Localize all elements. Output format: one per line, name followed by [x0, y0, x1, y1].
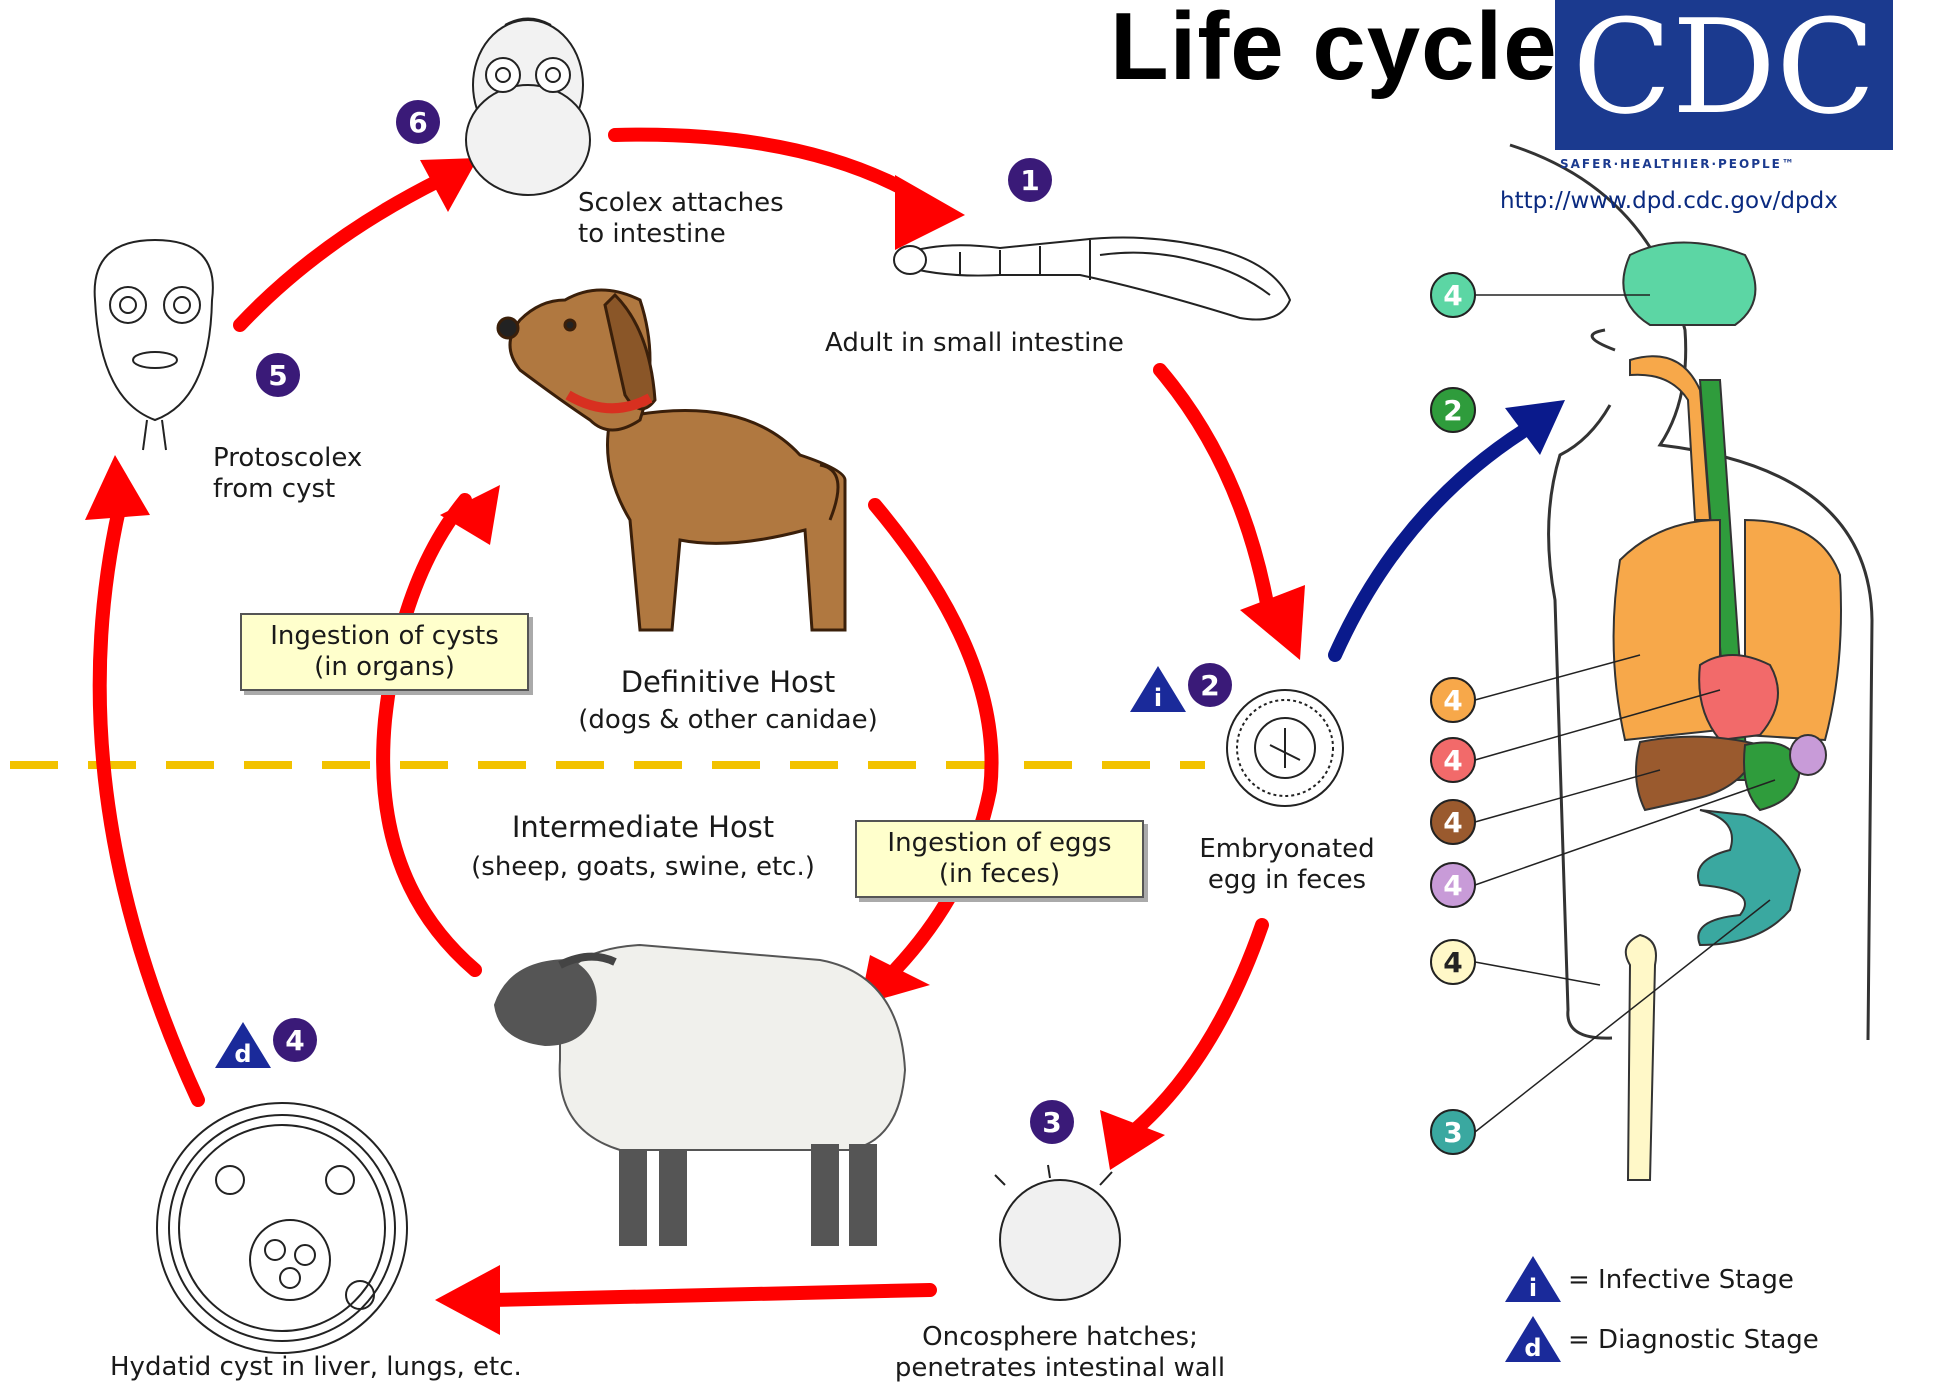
cdc-logo-text: CDC [1572, 0, 1875, 143]
oncosphere-illustration [995, 1165, 1120, 1300]
legend-infective-label: = Infective Stage [1568, 1265, 1794, 1296]
brain-organ [1623, 243, 1755, 326]
dog-illustration [498, 290, 845, 630]
stage-6-label-line1: Scolex attaches [578, 188, 784, 219]
stage-2-badge: 2 [1200, 669, 1219, 702]
stage-3-badge: 3 [1042, 1106, 1061, 1139]
definitive-host-detail: (dogs & other canidae) [578, 705, 877, 736]
definitive-host-title: Definitive Host [621, 667, 836, 698]
human-badge-liver: 4 [1443, 806, 1462, 839]
human-badge-bone: 4 [1443, 946, 1462, 979]
stage-1-badge: 1 [1020, 164, 1039, 197]
infective-symbol: i [1154, 684, 1162, 712]
stage-5-label-line1: Protoscolex [213, 443, 362, 474]
stage-5-label: Protoscolex from cyst [213, 443, 362, 505]
ingestion-eggs-line2: (in feces) [867, 859, 1132, 890]
stage-5-label-line2: from cyst [213, 474, 362, 505]
legend-diagnostic-label: = Diagnostic Stage [1568, 1325, 1819, 1356]
intermediate-host-detail: (sheep, goats, swine, etc.) [471, 852, 815, 883]
stage-3-label-line1: Oncosphere hatches; [895, 1322, 1225, 1353]
arrow-cyst-to-protoscolex [100, 505, 198, 1100]
legend-diagnostic-symbol: d [1524, 1334, 1541, 1362]
stage-4-label: Hydatid cyst in liver, lungs, etc. [110, 1352, 522, 1383]
arrow-dog-to-sheep [875, 505, 992, 970]
stage-4-badge: 4 [285, 1024, 304, 1057]
human-badge-brain: 4 [1443, 279, 1462, 312]
egg-illustration [1227, 690, 1343, 806]
cdc-url: http://www.dpd.cdc.gov/dpdx [1500, 188, 1838, 214]
arrow-sheep-to-dog [383, 500, 475, 970]
arrow-adult-to-egg [1160, 370, 1270, 620]
arrow-egg-to-human [1335, 430, 1525, 655]
ingestion-cysts-line2: (in organs) [252, 652, 517, 683]
human-badge-entry: 2 [1443, 394, 1462, 427]
airway-organ [1630, 356, 1710, 520]
scolex-illustration [466, 19, 590, 196]
diagnostic-symbol: d [234, 1040, 251, 1068]
bone-organ [1626, 935, 1656, 1180]
stage-2-label-line1: Embryonated [1199, 834, 1374, 865]
stage-3-label-line2: penetrates intestinal wall [895, 1353, 1225, 1384]
cdc-tagline: SAFER·HEALTHIER·PEOPLE™ [1560, 157, 1796, 171]
liver-organ [1636, 737, 1760, 810]
arrow-protoscolex-to-scolex [240, 180, 440, 325]
page-title: Life cycle [1110, 0, 1558, 102]
ingestion-eggs-box: Ingestion of eggs (in feces) [855, 820, 1144, 898]
stage-2-label: Embryonated egg in feces [1199, 834, 1374, 896]
arrow-scolex-to-adult [615, 135, 915, 195]
heart-organ [1699, 655, 1778, 740]
human-badge-kidney: 4 [1443, 869, 1462, 902]
hydatid-cyst-illustration [157, 1103, 407, 1353]
stage-2-label-line2: egg in feces [1199, 865, 1374, 896]
arrow-oncosphere-to-cyst [490, 1290, 930, 1300]
ingestion-cysts-line1: Ingestion of cysts [252, 621, 517, 652]
stage-5-badge: 5 [268, 359, 287, 392]
sheep-illustration [495, 945, 905, 1245]
cdc-logo: CDC [1555, 0, 1893, 150]
legend-infective-symbol: i [1529, 1274, 1537, 1302]
adult-worm-illustration [894, 238, 1290, 320]
ingestion-cysts-box: Ingestion of cysts (in organs) [240, 613, 529, 691]
human-badge-intestine: 3 [1443, 1116, 1462, 1149]
stage-6-badge: 6 [408, 106, 427, 139]
intestine-organ [1698, 810, 1800, 945]
human-figure [1510, 145, 1872, 1180]
arrow-egg-to-oncosphere [1135, 925, 1262, 1130]
stage-6-label-line2: to intestine [578, 219, 784, 250]
protoscolex-illustration [95, 240, 213, 450]
kidney-organ [1790, 735, 1826, 775]
ingestion-eggs-line1: Ingestion of eggs [867, 828, 1132, 859]
stage-3-label: Oncosphere hatches; penetrates intestina… [895, 1322, 1225, 1384]
stage-1-label: Adult in small intestine [825, 328, 1124, 359]
intermediate-host-title: Intermediate Host [512, 812, 774, 843]
stage-6-label: Scolex attaches to intestine [578, 188, 784, 250]
human-badge-lungs: 4 [1443, 684, 1462, 717]
human-badge-heart: 4 [1443, 744, 1462, 777]
